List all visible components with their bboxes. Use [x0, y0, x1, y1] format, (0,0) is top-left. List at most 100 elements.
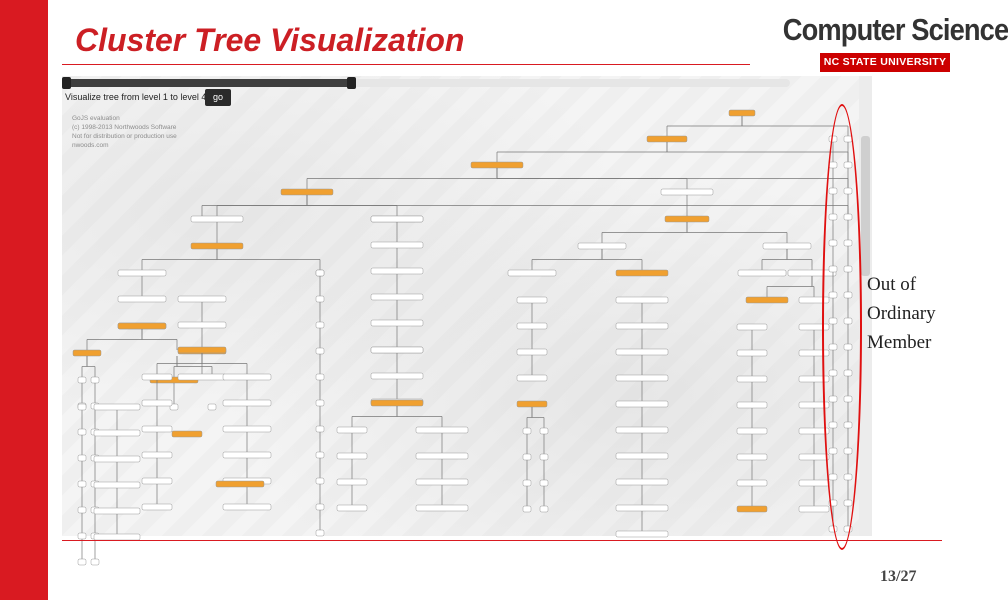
cluster-node-highlighted[interactable] — [615, 269, 669, 277]
cluster-node[interactable] — [522, 427, 532, 435]
cluster-node[interactable] — [222, 451, 272, 459]
cluster-node-highlighted[interactable] — [280, 188, 334, 196]
cluster-node[interactable] — [615, 478, 669, 486]
cluster-node[interactable] — [315, 451, 325, 459]
cluster-node[interactable] — [117, 269, 167, 277]
cluster-node[interactable] — [336, 504, 368, 512]
level-range-slider[interactable] — [64, 79, 790, 87]
cluster-node[interactable] — [798, 479, 830, 487]
cluster-node[interactable] — [615, 452, 669, 460]
cluster-node[interactable] — [336, 452, 368, 460]
cluster-node[interactable] — [77, 376, 87, 384]
cluster-node[interactable] — [90, 558, 100, 566]
cluster-node[interactable] — [736, 427, 768, 435]
slider-min-handle[interactable] — [62, 77, 71, 89]
cluster-node[interactable] — [507, 269, 557, 277]
cluster-node[interactable] — [190, 215, 244, 223]
cluster-node[interactable] — [539, 453, 549, 461]
cluster-node-highlighted[interactable] — [117, 322, 167, 330]
cluster-node[interactable] — [93, 481, 141, 489]
slider-max-handle[interactable] — [347, 77, 356, 89]
cluster-node[interactable] — [736, 375, 768, 383]
cluster-node[interactable] — [141, 503, 173, 511]
cluster-node[interactable] — [736, 401, 768, 409]
cluster-node-highlighted[interactable] — [736, 505, 768, 513]
cluster-node[interactable] — [539, 479, 549, 487]
cluster-node[interactable] — [615, 426, 669, 434]
cluster-node[interactable] — [77, 480, 87, 488]
cluster-node-highlighted[interactable] — [190, 242, 244, 250]
cluster-node-highlighted[interactable] — [72, 349, 102, 357]
cluster-node[interactable] — [370, 319, 424, 327]
cluster-node[interactable] — [736, 323, 768, 331]
cluster-node-highlighted[interactable] — [370, 399, 424, 407]
cluster-node[interactable] — [315, 399, 325, 407]
cluster-node[interactable] — [93, 455, 141, 463]
cluster-node[interactable] — [141, 425, 173, 433]
cluster-node[interactable] — [315, 347, 325, 355]
cluster-node-highlighted[interactable] — [646, 135, 688, 143]
cluster-node[interactable] — [539, 427, 549, 435]
cluster-node[interactable] — [737, 269, 787, 277]
cluster-node[interactable] — [370, 215, 424, 223]
cluster-node[interactable] — [415, 478, 469, 486]
cluster-node[interactable] — [315, 295, 325, 303]
cluster-node[interactable] — [615, 530, 669, 538]
cluster-node[interactable] — [141, 399, 173, 407]
cluster-node[interactable] — [615, 504, 669, 512]
cluster-node[interactable] — [798, 505, 830, 513]
cluster-node[interactable] — [315, 425, 325, 433]
cluster-node[interactable] — [370, 346, 424, 354]
cluster-node[interactable] — [370, 241, 424, 249]
cluster-node[interactable] — [315, 503, 325, 511]
cluster-node[interactable] — [516, 322, 548, 330]
cluster-node[interactable] — [762, 242, 812, 250]
cluster-node[interactable] — [522, 479, 532, 487]
cluster-node[interactable] — [315, 373, 325, 381]
cluster-node[interactable] — [77, 403, 87, 411]
cluster-node[interactable] — [207, 403, 217, 411]
cluster-node[interactable] — [77, 428, 87, 436]
cluster-node[interactable] — [736, 479, 768, 487]
cluster-node[interactable] — [141, 373, 173, 381]
cluster-node-highlighted[interactable] — [516, 400, 548, 408]
cluster-node[interactable] — [222, 399, 272, 407]
cluster-node[interactable] — [336, 478, 368, 486]
cluster-node[interactable] — [522, 505, 532, 513]
cluster-node[interactable] — [141, 451, 173, 459]
cluster-node[interactable] — [615, 400, 669, 408]
cluster-node[interactable] — [315, 529, 325, 537]
cluster-node-highlighted[interactable] — [171, 430, 203, 438]
cluster-node-highlighted[interactable] — [664, 215, 710, 223]
cluster-node[interactable] — [415, 452, 469, 460]
cluster-node[interactable] — [736, 349, 768, 357]
cluster-node[interactable] — [660, 188, 714, 196]
cluster-node[interactable] — [577, 242, 627, 250]
cluster-node[interactable] — [177, 295, 227, 303]
cluster-node[interactable] — [336, 426, 368, 434]
cluster-node[interactable] — [615, 296, 669, 304]
cluster-node[interactable] — [615, 374, 669, 382]
cluster-node[interactable] — [222, 503, 272, 511]
cluster-node[interactable] — [177, 321, 227, 329]
cluster-node[interactable] — [415, 504, 469, 512]
cluster-node[interactable] — [370, 372, 424, 380]
cluster-node[interactable] — [222, 425, 272, 433]
cluster-node-highlighted[interactable] — [745, 296, 789, 304]
diagram-vertical-scrollbar[interactable] — [859, 76, 872, 536]
cluster-node[interactable] — [370, 293, 424, 301]
cluster-node-highlighted[interactable] — [470, 161, 524, 169]
cluster-node-highlighted[interactable] — [215, 480, 265, 488]
cluster-node[interactable] — [315, 321, 325, 329]
cluster-node[interactable] — [516, 348, 548, 356]
cluster-node[interactable] — [315, 269, 325, 277]
cluster-node[interactable] — [615, 322, 669, 330]
cluster-node[interactable] — [77, 506, 87, 514]
cluster-node[interactable] — [117, 295, 167, 303]
scroll-thumb[interactable] — [861, 136, 870, 276]
cluster-node[interactable] — [522, 453, 532, 461]
cluster-node[interactable] — [516, 296, 548, 304]
cluster-node[interactable] — [798, 453, 830, 461]
cluster-node[interactable] — [736, 453, 768, 461]
cluster-node[interactable] — [516, 374, 548, 382]
